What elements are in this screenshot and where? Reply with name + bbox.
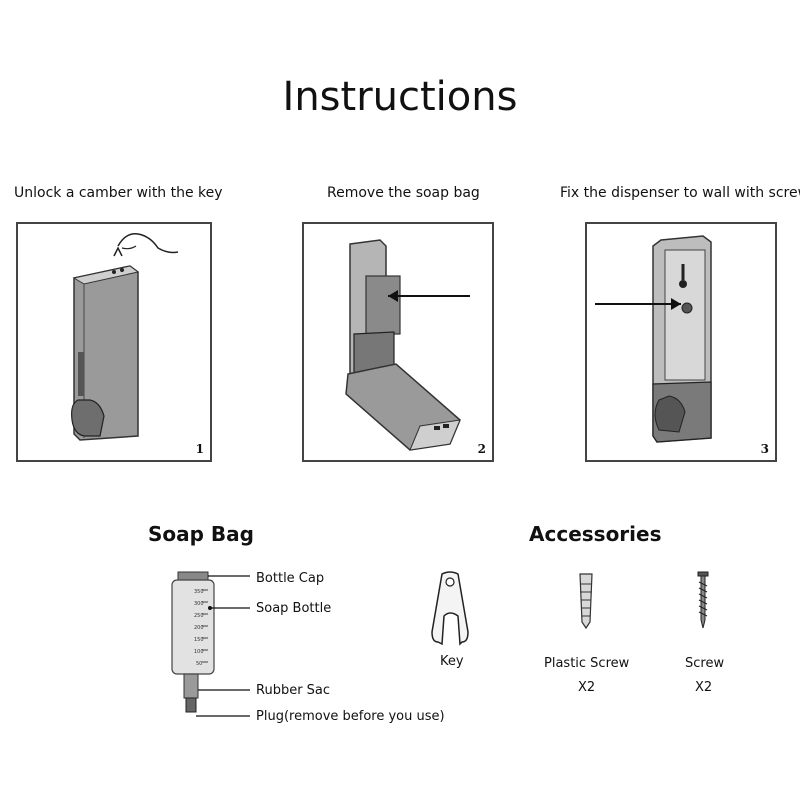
accessories-heading: Accessories	[529, 522, 662, 546]
step-1-panel: 1	[16, 222, 212, 462]
scale-mark: 150	[194, 637, 204, 643]
scale-mark: 250	[194, 613, 204, 619]
dispenser-open-illustration	[345, 239, 470, 451]
bottle-scale: 350 300 250 200 150 100 50	[194, 589, 208, 667]
scale-mark: 200	[194, 625, 204, 631]
dispenser-mount-illustration	[595, 235, 712, 443]
key-illustration	[431, 571, 469, 646]
screw-qty: X2	[695, 680, 713, 695]
screw-icon	[697, 571, 709, 629]
scale-mark: 300	[194, 601, 204, 607]
plastic-anchor-icon	[579, 573, 593, 630]
scale-mark: 50	[196, 661, 202, 667]
scale-mark: 100	[194, 649, 204, 655]
plug-label: Plug(remove before you use)	[256, 709, 445, 724]
screw-label: Screw	[685, 656, 725, 671]
key-label: Key	[440, 654, 464, 669]
rubber-sac-label: Rubber Sac	[256, 683, 331, 698]
soap-bag-heading: Soap Bag	[148, 522, 254, 546]
plastic-screw-label: Plastic Screw	[544, 656, 630, 671]
step-2-number: 2	[477, 442, 486, 456]
step-1-label: Unlock a camber with the key	[14, 185, 223, 201]
soap-bottle-label: Soap Bottle	[256, 601, 332, 616]
step-3-number: 3	[760, 442, 769, 456]
step-1-number: 1	[195, 442, 204, 456]
soap-bottle-illustration: 350 300 250 200 150 100 50	[171, 571, 250, 717]
bottle-cap-label: Bottle Cap	[256, 571, 325, 586]
plastic-screw-qty: X2	[578, 680, 596, 695]
scale-mark: 350	[194, 589, 204, 595]
page-title: Instructions	[282, 74, 518, 120]
step-3-label: Fix the dispenser to wall with screws	[560, 185, 800, 201]
dispenser-closed-illustration	[71, 233, 179, 441]
step-2-label: Remove the soap bag	[327, 185, 480, 201]
step-2-panel: 2	[302, 222, 494, 462]
step-3-panel: 3	[585, 222, 777, 462]
